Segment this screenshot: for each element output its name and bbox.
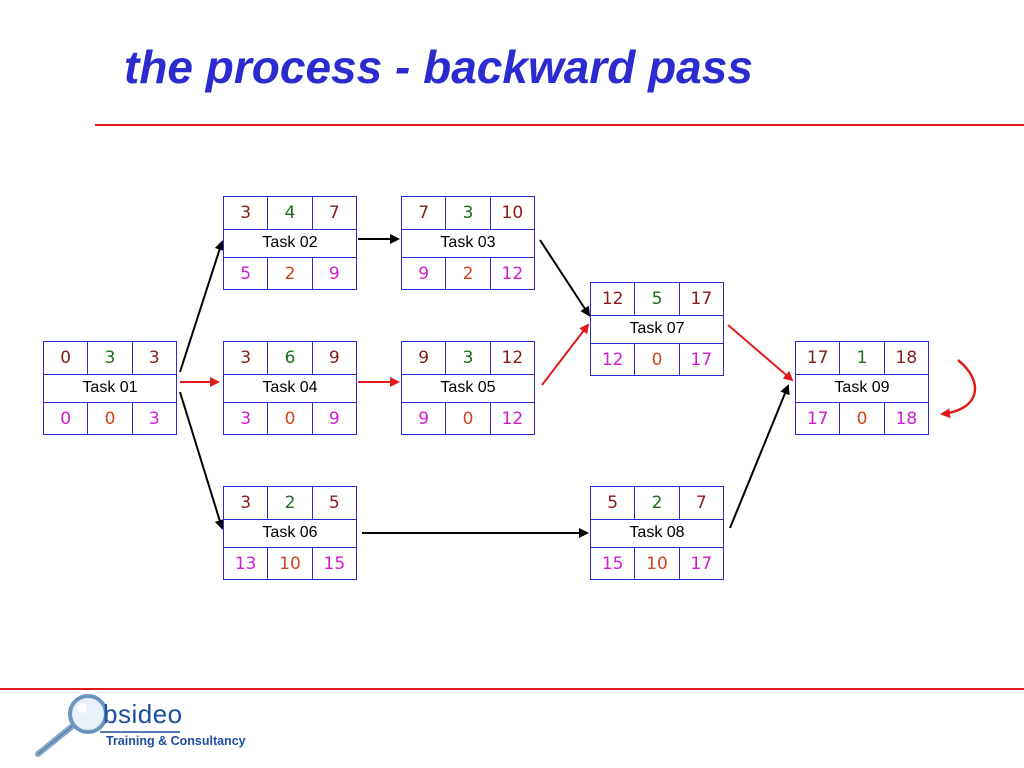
arrow-task03-task07	[539, 239, 591, 317]
late-finish: 18	[883, 403, 928, 434]
total-float: 0	[839, 403, 883, 434]
duration: 1	[839, 342, 883, 374]
late-start: 15	[601, 553, 624, 574]
late-start: 5	[240, 263, 252, 284]
late-finish: 15	[311, 548, 356, 579]
early-finish: 18	[883, 342, 928, 374]
early-start: 9	[418, 348, 430, 368]
arrow-task05-task07	[541, 323, 590, 386]
early-finish: 7	[678, 487, 723, 519]
early-finish: 10	[489, 197, 534, 229]
page-title: the process - backward pass	[124, 41, 753, 93]
task-node-task09: 17 1 18 Task 09 17 0 18	[795, 341, 929, 435]
task-name: Task 04	[262, 379, 318, 396]
duration: 5	[634, 283, 678, 315]
late-finish: 9	[311, 403, 356, 434]
early-finish: 9	[311, 342, 356, 374]
late-finish: 9	[311, 258, 356, 289]
early-finish: 3	[131, 342, 176, 374]
task-name: Task 03	[440, 234, 496, 251]
task-node-task08: 5 2 7 Task 08 15 10 17	[590, 486, 724, 580]
logo	[35, 694, 180, 757]
late-start: 3	[240, 408, 252, 429]
late-start: 12	[601, 349, 624, 370]
task-node-task01: 0 3 3 Task 01 0 0 3	[43, 341, 177, 435]
early-start: 0	[60, 348, 72, 368]
total-float: 2	[267, 258, 311, 289]
footer-divider	[0, 688, 1024, 690]
early-start: 3	[240, 493, 252, 513]
title-divider	[95, 124, 1024, 126]
total-float: 2	[445, 258, 489, 289]
late-finish: 12	[489, 258, 534, 289]
arrow-task07-task09	[727, 324, 794, 382]
arrow-task08-task09	[729, 384, 790, 529]
early-finish: 12	[489, 342, 534, 374]
duration: 3	[445, 342, 489, 374]
early-finish: 17	[678, 283, 723, 315]
task-name: Task 01	[82, 379, 138, 396]
early-start: 12	[601, 289, 624, 309]
task-node-task03: 7 3 10 Task 03 9 2 12	[401, 196, 535, 290]
early-finish: 7	[311, 197, 356, 229]
early-start: 17	[806, 348, 829, 368]
total-float: 0	[634, 344, 678, 375]
task-name: Task 02	[262, 234, 318, 251]
backward-pass-curve-arrow	[940, 359, 977, 419]
early-start: 5	[607, 493, 619, 513]
total-float: 10	[267, 548, 311, 579]
late-finish: 12	[489, 403, 534, 434]
duration: 3	[445, 197, 489, 229]
task-name: Task 06	[262, 524, 318, 541]
total-float: 10	[634, 548, 678, 579]
task-node-task06: 3 2 5 Task 06 13 10 15	[223, 486, 357, 580]
total-float: 0	[87, 403, 131, 434]
task-node-task05: 9 3 12 Task 05 9 0 12	[401, 341, 535, 435]
duration: 4	[267, 197, 311, 229]
late-start: 13	[234, 553, 257, 574]
early-start: 3	[240, 203, 252, 223]
late-finish: 17	[678, 548, 723, 579]
duration: 6	[267, 342, 311, 374]
logo-tagline: Training & Consultancy	[106, 734, 246, 748]
arrow-task01-task06	[179, 391, 225, 530]
task-node-task02: 3 4 7 Task 02 5 2 9	[223, 196, 357, 290]
early-start: 7	[418, 203, 430, 223]
early-finish: 5	[311, 487, 356, 519]
late-start: 0	[60, 408, 72, 429]
late-start: 9	[418, 263, 430, 284]
total-float: 0	[445, 403, 489, 434]
logo-brand: bsideo	[103, 699, 183, 729]
magnifier-icon	[35, 694, 108, 757]
early-start: 3	[240, 348, 252, 368]
arrow-task01-task02	[179, 240, 225, 373]
duration: 2	[267, 487, 311, 519]
late-finish: 3	[131, 403, 176, 434]
late-finish: 17	[678, 344, 723, 375]
task-node-task04: 3 6 9 Task 04 3 0 9	[223, 341, 357, 435]
duration: 3	[87, 342, 131, 374]
duration: 2	[634, 487, 678, 519]
task-name: Task 05	[440, 379, 496, 396]
late-start: 9	[418, 408, 430, 429]
late-start: 17	[806, 408, 829, 429]
task-name: Task 08	[629, 524, 685, 541]
total-float: 0	[267, 403, 311, 434]
task-node-task07: 12 5 17 Task 07 12 0 17	[590, 282, 724, 376]
task-name: Task 07	[629, 320, 685, 337]
task-name: Task 09	[834, 379, 890, 396]
